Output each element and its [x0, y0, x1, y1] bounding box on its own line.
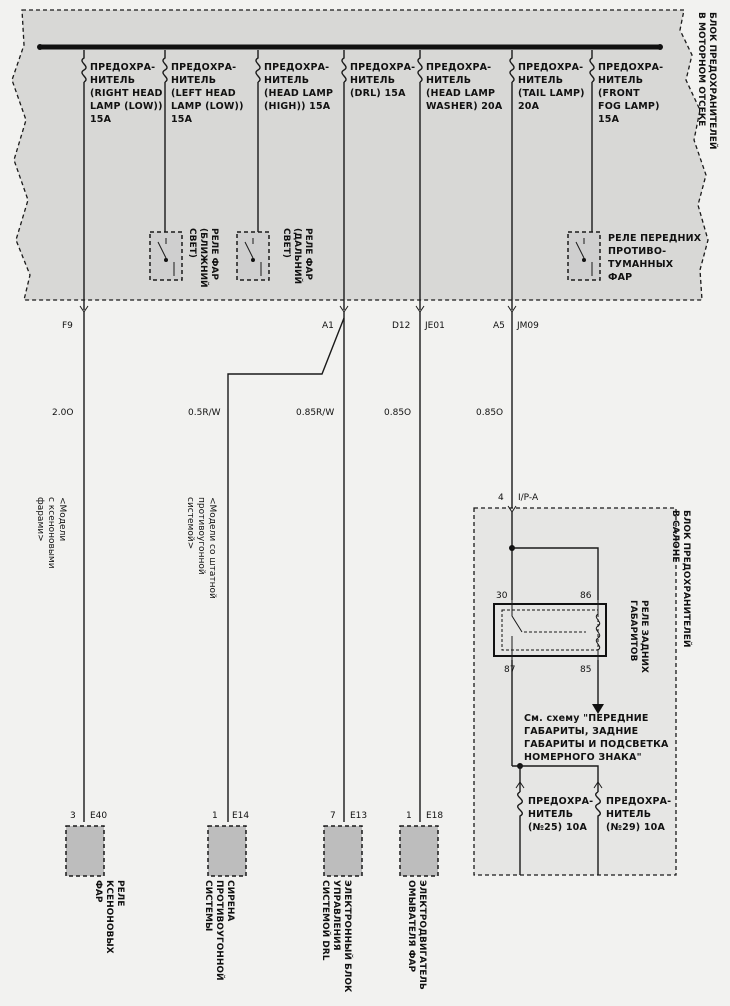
cabin-fuse-25: ПРЕДОХРА- НИТЕЛЬ (№25) 10A: [528, 796, 597, 833]
cabin-fuse-29: ПРЕДОХРА- НИТЕЛЬ (№29) 10A: [606, 796, 675, 833]
fuse-symbol: [341, 50, 347, 83]
wire-label-3: 0.85R/W: [296, 408, 334, 418]
fuse-symbol: [255, 50, 261, 83]
fuse-label-4: ПРЕДОХРА-НИТЕЛЬ(DRL) 15A: [350, 62, 415, 99]
fuse-symbols: [81, 50, 595, 83]
pin-87: 87: [504, 665, 515, 675]
see-scheme-note: См. схему "ПЕРЕДНИЕ ГАБАРИТЫ, ЗАДНИЕ ГАБ…: [524, 713, 672, 763]
wire-label-2: 0.5R/W: [188, 408, 221, 418]
component-drl-conn: E13: [350, 811, 367, 821]
svg-text:ЭЛЕКТРОДВИГАТЕЛЬ ОМЫВАТЕ: ЭЛЕКТРОДВИГАТЕЛЬ ОМЫВАТЕЛЯ ФАР: [406, 880, 427, 993]
component-xenon-pin: 3: [70, 811, 76, 821]
engine-fuse-box-title: БЛОК ПРЕДОХРАНИТЕЛЕЙ В МОТОРНОМ ОТСЕКЕ: [696, 12, 719, 153]
relay-fog: [567, 231, 601, 281]
component-xenon-relay: 3 E40 РЕЛЕ КСЕНОНОВЫХ ФАР: [65, 811, 125, 957]
cabin-fuse-symbols: [515, 781, 603, 822]
fuse-symbol: [509, 50, 515, 83]
relay-tail: [493, 600, 607, 660]
connector-ipa-pin: 4: [498, 493, 504, 503]
svg-text:ЭЛЕКТРОННЫЙ БЛОК УПРАВЛЕ: ЭЛЕКТРОННЫЙ БЛОК УПРАВЛЕНИЯ СИСТЕМОЙ DRL: [320, 880, 354, 996]
fuse-symbol: [162, 50, 168, 83]
wire-label-4: 0.85O: [384, 408, 411, 418]
arrow-to-scheme: [592, 704, 604, 714]
pin-30: 30: [496, 591, 508, 601]
component-drl-pin: 7: [330, 811, 336, 821]
relay-fog-label: РЕЛЕ ПЕРЕДНИХ ПРОТИВО- ТУМАННЫХ ФАР: [608, 233, 705, 283]
cabin-wires: [509, 512, 604, 875]
relay-high-beam-label: РЕЛЕ ФАР (ДАЛЬНИЙ СВЕТ): [281, 228, 313, 287]
connector-je01: JE01: [424, 321, 445, 331]
engine-fuse-box-outline: [11, 9, 709, 301]
connector-f9: F9: [62, 321, 73, 331]
pin-85: 85: [580, 665, 591, 675]
svg-text:РЕЛЕ КСЕНОНОВЫХ ФА: РЕЛЕ КСЕНОНОВЫХ ФАР: [93, 880, 125, 957]
connector-markers: [79, 305, 517, 313]
pin-86: 86: [580, 591, 592, 601]
bus-bar-end-left: [37, 44, 43, 50]
note-alarm-models: <Модели со штатной противоугонной систем…: [185, 497, 217, 602]
relay-low-beam-label: РЕЛЕ ФАР (БЛИЖНИЙ СВЕТ): [187, 228, 219, 291]
connector-a5: A5: [493, 321, 505, 331]
harness-wires: [83, 312, 513, 822]
relay-high-beam: [236, 231, 270, 281]
component-alarm-siren: 1 E14 СИРЕНА ПРОТИВОУГОННОЙ СИСТЕМЫ: [203, 811, 249, 984]
component-washer-conn: E18: [426, 811, 443, 821]
note-xenon-models: <Модели с ксеноновыми фарами>: [35, 497, 67, 571]
fuse-symbol: [81, 50, 87, 83]
fuse-wires: [83, 82, 593, 310]
wire-label-1: 2.0O: [52, 408, 73, 418]
fuse-label-6: ПРЕДОХРА-НИТЕЛЬ(TAIL LAMP)20A: [518, 62, 585, 112]
connector-jm09: JM09: [516, 321, 539, 331]
fuse-symbol: [589, 50, 595, 83]
component-siren-conn: E14: [232, 811, 249, 821]
svg-text:СИРЕНА ПРОТИВОУГОННОЙ: СИРЕНА ПРОТИВОУГОННОЙ СИСТЕМЫ: [203, 880, 235, 984]
relay-tail-label: РЕЛЕ ЗАДНИХ ГАБАРИТОВ: [628, 600, 649, 676]
wire-label-5: 0.85O: [476, 408, 503, 418]
cabin-fuse-box-outline: [473, 507, 677, 876]
bus-bar-end-right: [657, 44, 663, 50]
component-washer-pin: 1: [406, 811, 412, 821]
fuse-symbol: [417, 50, 423, 83]
component-washer-motor: 1 E18 ЭЛЕКТРОДВИГАТЕЛЬ ОМЫВАТЕЛЯ ФАР: [399, 811, 443, 993]
component-drl-module: 7 E13 ЭЛЕКТРОННЫЙ БЛОК УПРАВЛЕНИЯ СИСТЕМ…: [320, 811, 367, 996]
relay-low-beam: [149, 231, 183, 281]
connector-ipa: I/P-A: [518, 493, 539, 503]
connector-a1: A1: [322, 321, 334, 331]
component-siren-pin: 1: [212, 811, 218, 821]
fuse-label-3: ПРЕДОХРА-НИТЕЛЬ(HEAD LAMP(HIGH)) 15A: [264, 62, 333, 112]
connector-d12: D12: [392, 321, 410, 331]
component-xenon-conn: E40: [90, 811, 107, 821]
cabin-fuse-box-title: БЛОК ПРЕДОХРАНИТЕЛЕЙ В САЛОНЕ: [670, 510, 693, 651]
